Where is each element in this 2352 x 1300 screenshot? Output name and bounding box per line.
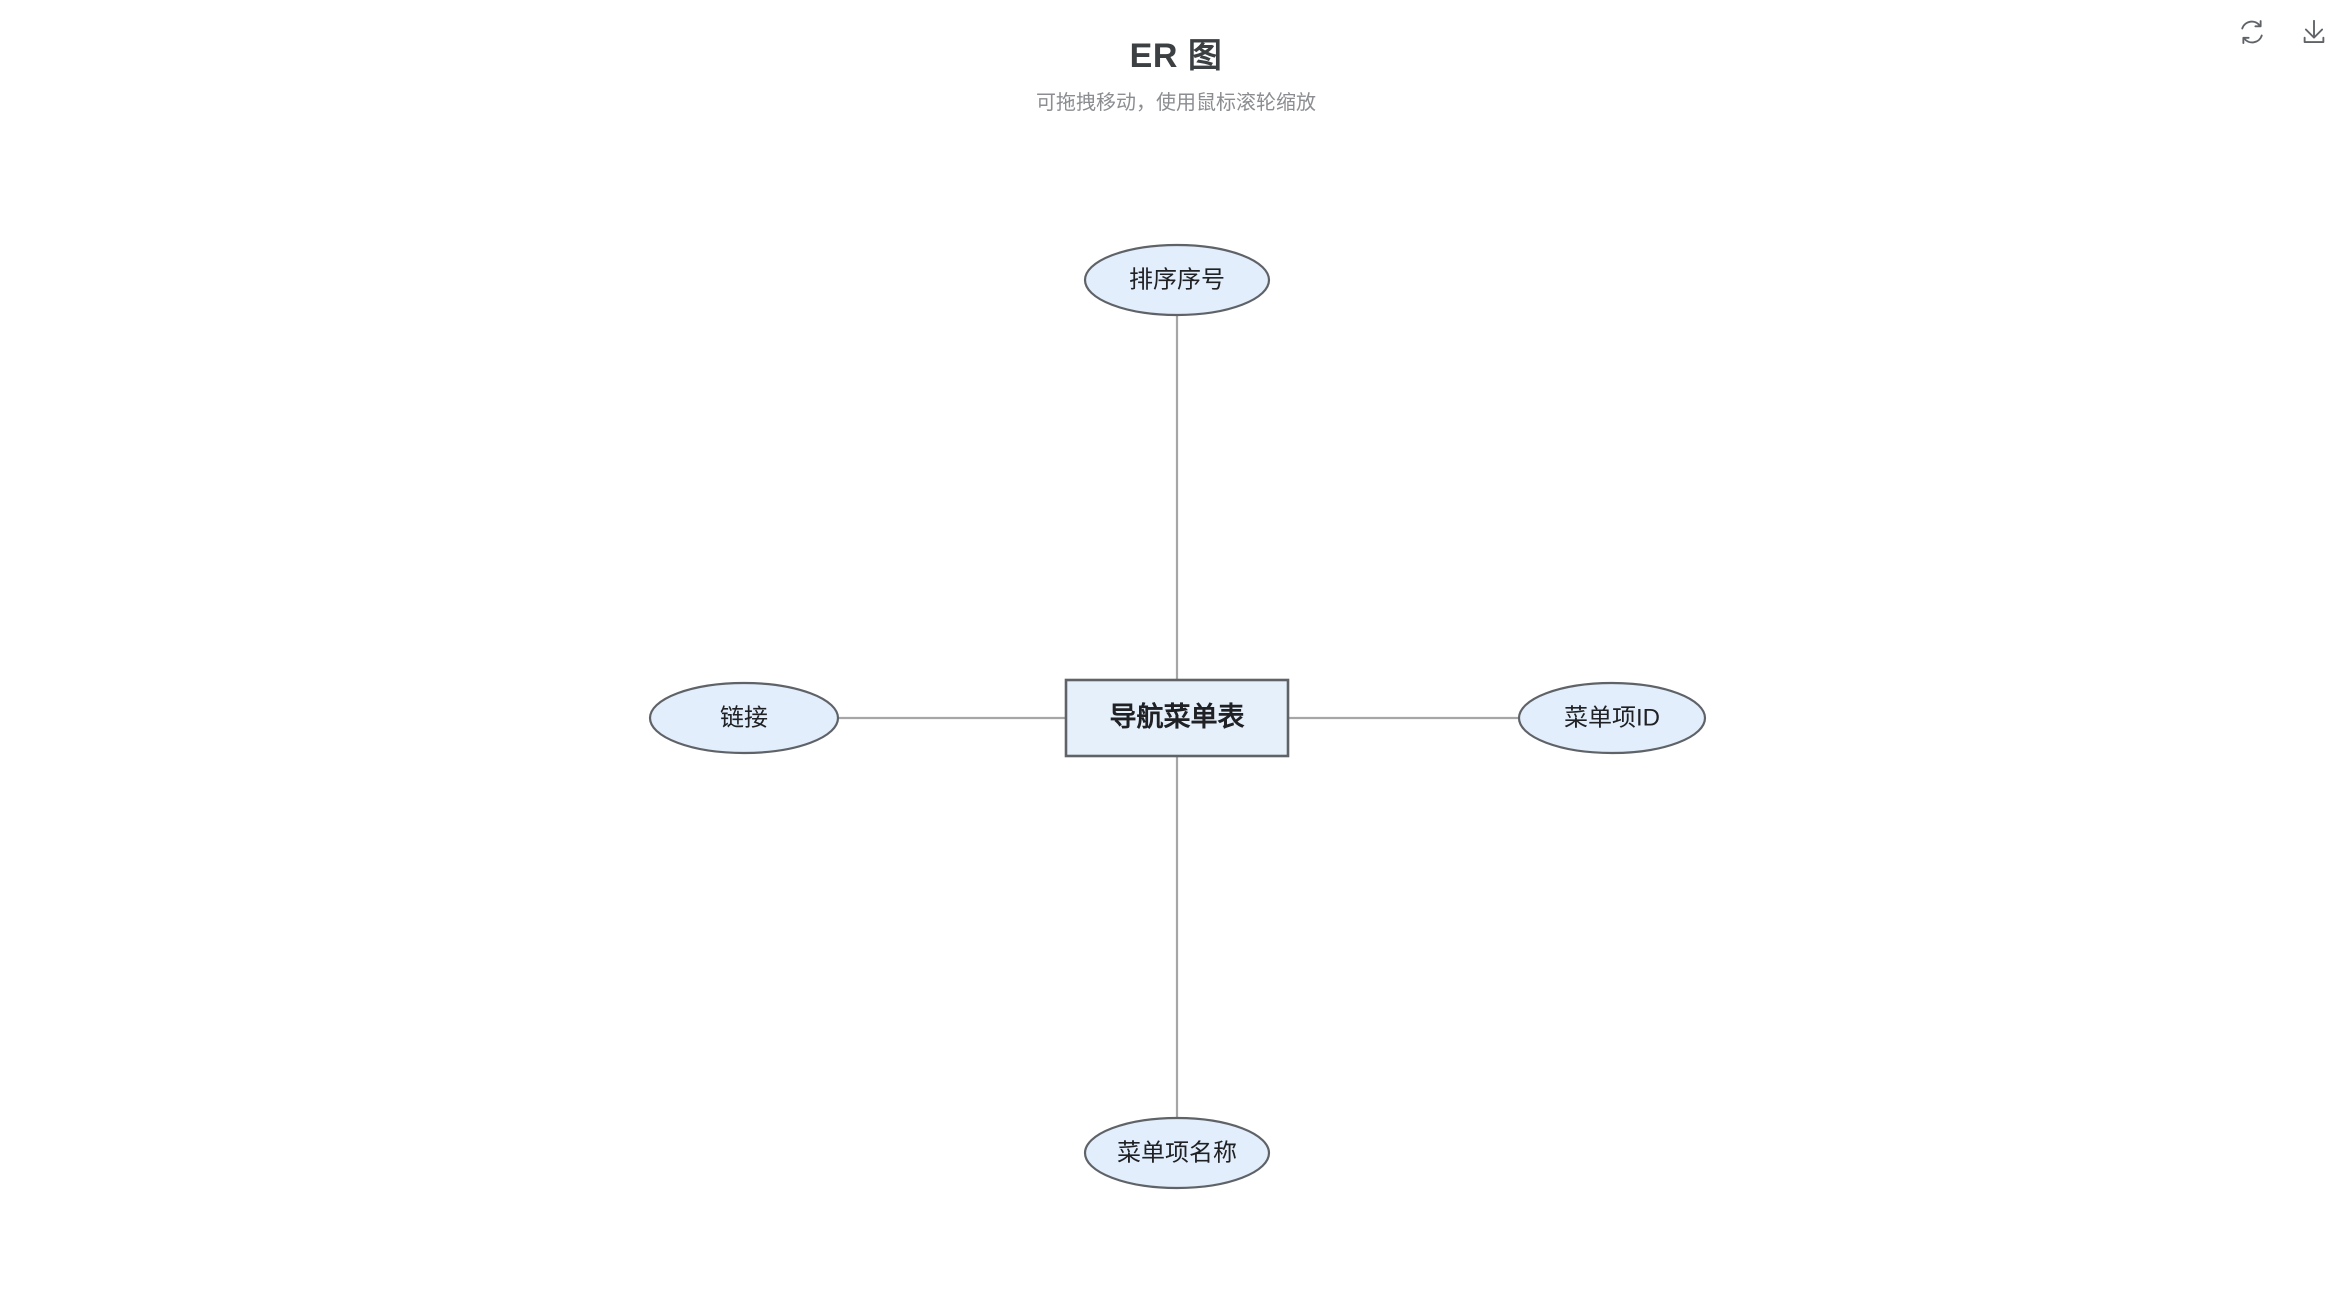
attribute-node-top[interactable]: 排序序号 [1083, 243, 1271, 317]
attribute-ellipse-shape[interactable] [1083, 1116, 1271, 1190]
entity-rect-shape[interactable] [1064, 678, 1290, 758]
attribute-node-bottom[interactable]: 菜单项名称 [1083, 1116, 1271, 1190]
attribute-node-left[interactable]: 链接 [648, 681, 840, 755]
entity-label: 导航菜单表 [1110, 701, 1245, 732]
attribute-node-right[interactable]: 菜单项ID [1517, 681, 1707, 755]
download-icon [2299, 17, 2329, 47]
attribute-label: 排序序号 [1129, 266, 1225, 293]
attribute-label: 链接 [720, 704, 768, 731]
refresh-icon [2237, 17, 2267, 47]
attribute-label: 菜单项名称 [1117, 1139, 1237, 1166]
attribute-label: 菜单项ID [1564, 704, 1660, 731]
attribute-ellipse-shape[interactable] [1083, 243, 1271, 317]
download-button[interactable] [2296, 14, 2332, 50]
edge-group [838, 315, 1519, 1118]
attribute-ellipse-shape[interactable] [648, 681, 840, 755]
reset-view-button[interactable] [2234, 14, 2270, 50]
attribute-ellipse-shape[interactable] [1517, 681, 1707, 755]
entity-node[interactable]: 导航菜单表 [1064, 678, 1290, 758]
diagram-toolbar [2234, 14, 2332, 50]
